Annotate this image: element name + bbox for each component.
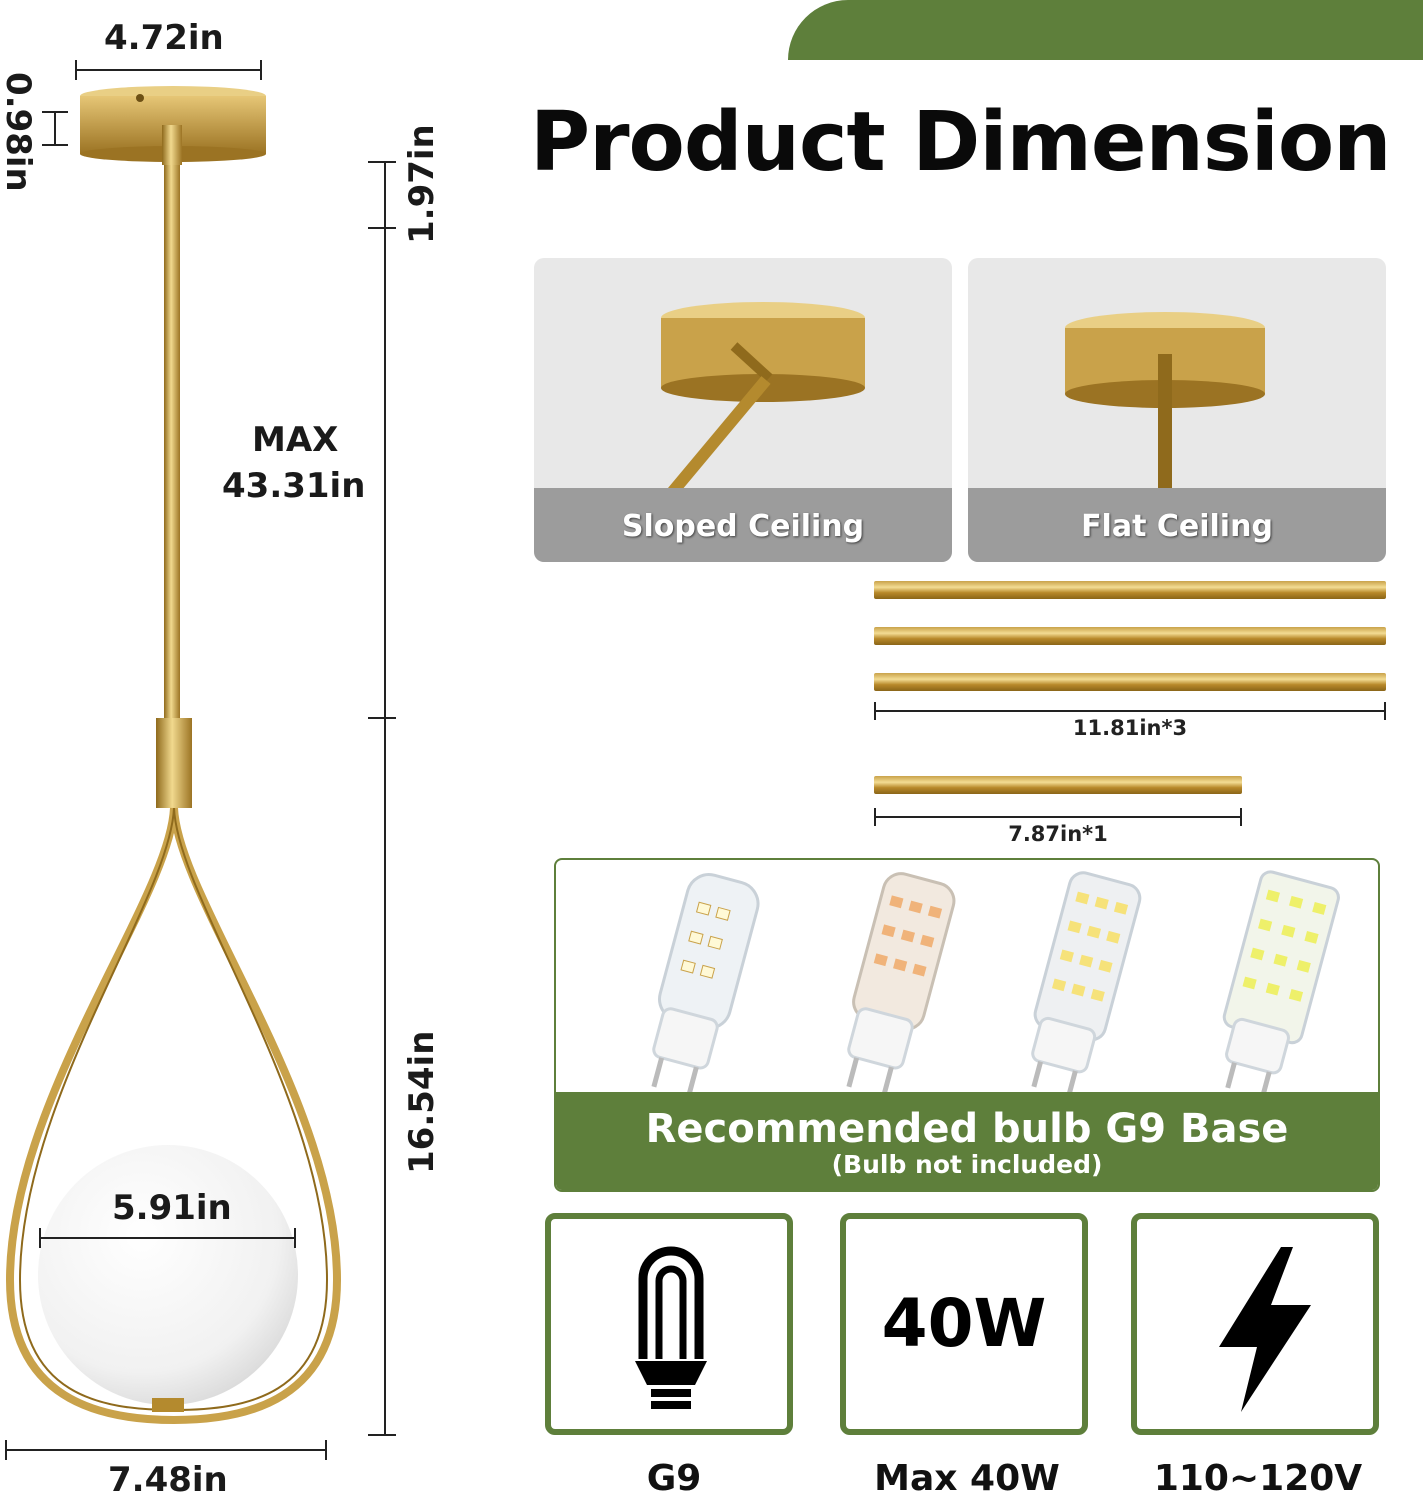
flat-canopy-illustration [1065, 312, 1265, 562]
recommended-bulb-banner: Recommended bulb G9 Base (Bulb not inclu… [556, 1092, 1378, 1190]
g9-bulb-icon [635, 1246, 707, 1409]
overall-width-label: 7.48in [108, 1460, 228, 1500]
sloped-ceiling-band [534, 488, 952, 562]
sloped-ceiling-label: Sloped Ceiling [621, 509, 865, 544]
spec-card-base [545, 1213, 793, 1435]
g9-bulbs-illustration [651, 870, 1340, 1092]
spec-caption-base: G9 [646, 1458, 702, 1499]
spec-card-wattage: 40W [840, 1213, 1088, 1435]
header-accent-tab [788, 0, 1423, 60]
canopy-height-label: 0.98in [0, 72, 38, 192]
short-rod [874, 776, 1242, 794]
stem-top-label: 1.97in [402, 124, 442, 244]
body-height-label: 16.54in [402, 1030, 442, 1174]
flat-ceiling-band [968, 488, 1386, 562]
spec-caption-wattage: Max 40W [874, 1458, 1060, 1499]
short-rod-caption: 7.87in*1 [1008, 822, 1108, 846]
long-rod-dimension-line [874, 702, 1386, 720]
spec-caption-voltage: 110~120V [1153, 1458, 1363, 1499]
recommended-bulb-title: Recommended bulb G9 Base [645, 1106, 1289, 1152]
lightning-bolt-icon [1219, 1247, 1311, 1412]
canopy-width-label: 4.72in [104, 18, 224, 58]
extension-rod-3 [874, 673, 1386, 691]
page-title: Product Dimension [530, 95, 1392, 190]
extension-rod-2 [874, 627, 1386, 645]
recommended-bulb-subtitle: (Bulb not included) [831, 1150, 1103, 1179]
long-rod-caption: 11.81in*3 [1072, 716, 1188, 740]
max-height-label-line1: MAX [252, 420, 339, 460]
wattage-icon-text: 40W [881, 1285, 1047, 1362]
recommended-bulb-panel: Recommended bulb G9 Base (Bulb not inclu… [554, 858, 1380, 1192]
spec-card-voltage [1131, 1213, 1379, 1435]
globe-diameter-label: 5.91in [112, 1188, 232, 1228]
short-rod-dimension-line [874, 808, 1242, 826]
flat-ceiling-label: Flat Ceiling [1081, 509, 1273, 544]
sloped-canopy-illustration [609, 302, 865, 562]
sloped-ceiling-card: Sloped Ceiling [534, 258, 952, 562]
max-height-label-line2: 43.31in [222, 466, 366, 506]
extension-rod-1 [874, 581, 1386, 599]
pendant-fixture-illustration [5, 60, 396, 1460]
flat-ceiling-card: Flat Ceiling [968, 258, 1386, 562]
